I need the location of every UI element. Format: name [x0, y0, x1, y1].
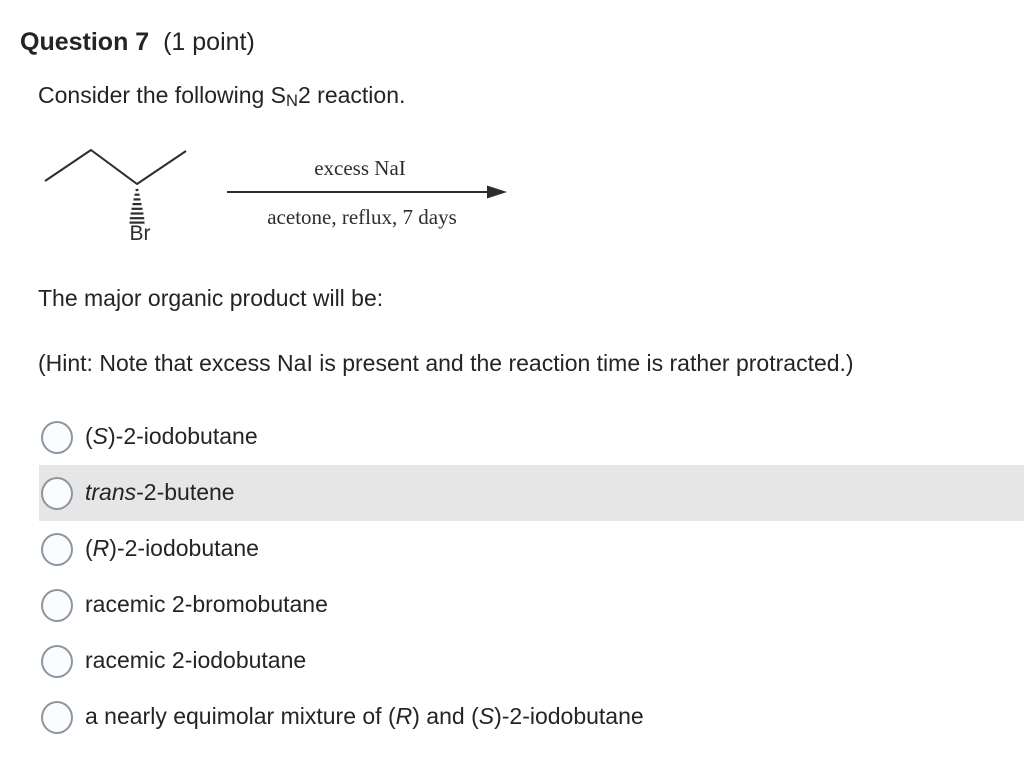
- radio-button[interactable]: [41, 700, 73, 734]
- option-label: racemic 2-iodobutane: [85, 647, 307, 674]
- option-label: a nearly equimolar mixture of (R) and (S…: [85, 703, 644, 730]
- reaction-scheme: Br excess NaI acetone, reflux, 7 days: [30, 132, 530, 252]
- intro-text-suffix: 2 reaction.: [297, 82, 406, 108]
- intro-subscript-n: N: [286, 90, 298, 110]
- radio-button[interactable]: [41, 476, 73, 510]
- option-label: trans-2-butene: [85, 479, 235, 506]
- question-header: Question 7 (1 point): [20, 27, 255, 57]
- reaction-arrow-group: excess NaI acetone, reflux, 7 days: [227, 156, 507, 229]
- answer-option-row[interactable]: (R)-2-iodobutane: [39, 521, 1024, 577]
- conditions-label: acetone, reflux, 7 days: [267, 205, 457, 229]
- answer-option-row[interactable]: trans-2-butene: [39, 465, 1024, 521]
- radio-button[interactable]: [41, 532, 73, 566]
- reagent-label: excess NaI: [314, 156, 406, 180]
- radio-button[interactable]: [41, 588, 73, 622]
- intro-text-prefix: Consider the following S: [38, 82, 287, 108]
- question-number: Question 7: [20, 28, 150, 56]
- reaction-arrow-head: [487, 185, 507, 199]
- question-prompt: The major organic product will be:: [38, 285, 384, 311]
- answer-option-row[interactable]: racemic 2-bromobutane: [39, 577, 1024, 633]
- option-label: racemic 2-bromobutane: [85, 591, 328, 618]
- option-label: (S)-2-iodobutane: [85, 423, 258, 450]
- answer-option-row[interactable]: a nearly equimolar mixture of (R) and (S…: [39, 689, 1024, 745]
- answer-options-list: (S)-2-iodobutane trans-2-butene (R)-2-iodo…: [39, 409, 1024, 745]
- hashed-wedge-bond: [129, 188, 145, 224]
- bromine-atom-label: Br: [130, 222, 151, 245]
- question-points-value: (1 point): [163, 28, 255, 56]
- question-hint: (Hint: Note that excess NaI is present a…: [38, 350, 854, 376]
- reaction-scheme-svg: Br excess NaI acetone, reflux, 7 days: [44, 149, 507, 245]
- radio-button[interactable]: [41, 644, 73, 678]
- answer-option-row[interactable]: (S)-2-iodobutane: [39, 409, 1024, 465]
- option-label: (R)-2-iodobutane: [85, 535, 259, 562]
- carbon-skeleton-bonds: [44, 149, 187, 185]
- answer-option-row[interactable]: racemic 2-iodobutane: [39, 633, 1024, 689]
- question-intro: Consider the following SN2 reaction.: [38, 81, 405, 110]
- substrate-structure: Br: [44, 149, 187, 245]
- radio-button[interactable]: [41, 420, 73, 454]
